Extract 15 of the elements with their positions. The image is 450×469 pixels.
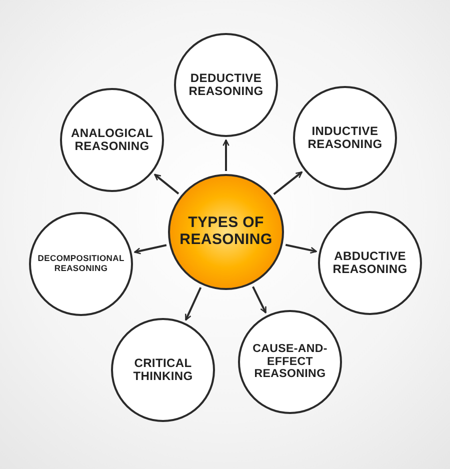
circle-label: DEDUCTIVE REASONING	[188, 72, 264, 98]
arrow	[285, 244, 317, 254]
arrow	[154, 174, 180, 194]
circle-label: TYPES OF REASONING	[178, 215, 274, 249]
circle-label: ANALOGICAL REASONING	[70, 126, 154, 154]
circle-label: CRITICAL THINKING	[132, 356, 194, 384]
circle-label: DECOMPOSITIONAL REASONING	[38, 254, 124, 274]
arrow	[184, 287, 202, 321]
arrow	[273, 171, 302, 195]
circle-label: ABDUCTIVE REASONING	[332, 250, 408, 276]
arrow	[134, 244, 167, 254]
circle-label: CAUSE-AND-EFFECT REASONING	[252, 342, 328, 382]
circle-label: INDUCTIVE REASONING	[306, 124, 384, 152]
arrow	[222, 139, 230, 171]
arrow	[252, 286, 267, 314]
